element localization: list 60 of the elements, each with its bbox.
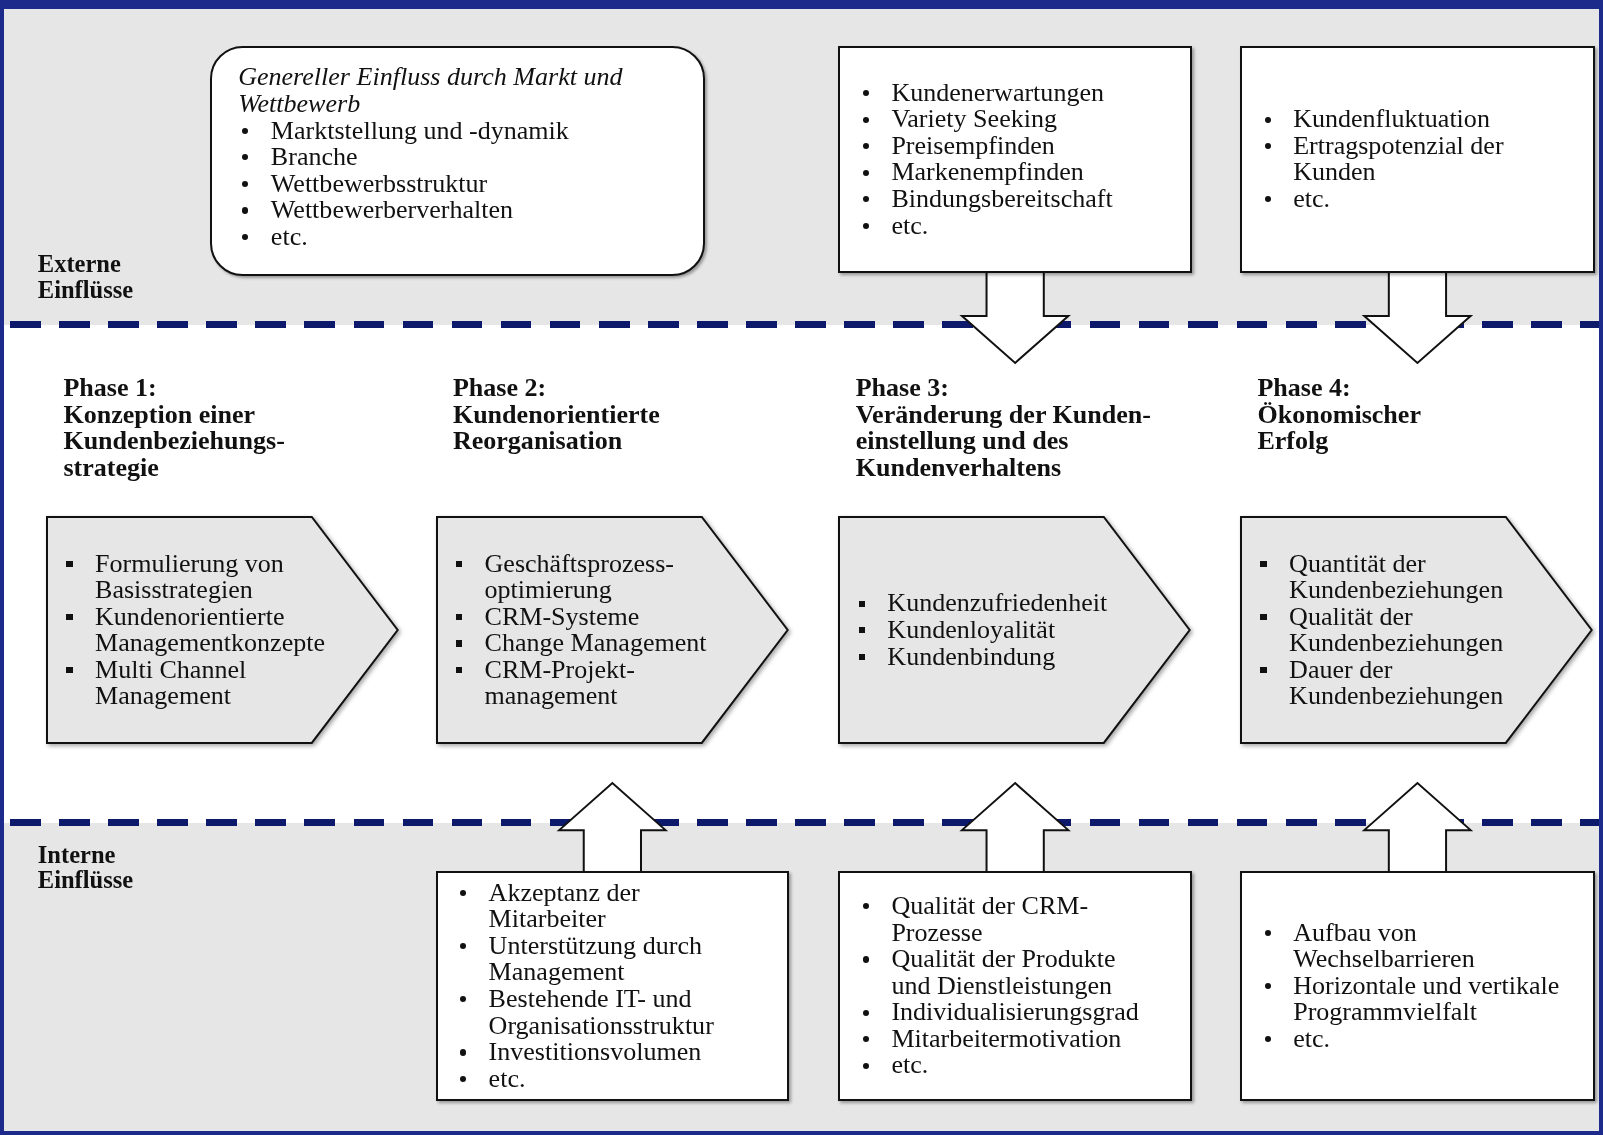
rounded-box (209, 46, 706, 276)
bullet-text: Wettbewerbsstruktur (270, 170, 489, 198)
bullet-text: Investitionsvolumen (488, 1039, 702, 1066)
bullet-text: Bestehende IT- und Organisationsstruktur (488, 986, 715, 1040)
phase-label: Phase 4: (1257, 375, 1351, 402)
bullet-text: Bindungsbereitschaft (891, 186, 1114, 213)
block-arrow (1361, 781, 1474, 872)
phase-title: Ökonomischer Erfolg (1257, 401, 1422, 455)
bullet-text: etc. (891, 1052, 930, 1080)
bullet-text: Multi Channel Management (95, 656, 247, 710)
bullet-text: Kundenbindung (887, 643, 1057, 671)
phase-title: Konzeption einer Kundenbeziehungs-strategie (63, 401, 286, 482)
bullet-text: Geschäftsprozess-optimierung (484, 550, 676, 604)
block-arrow (959, 271, 1071, 365)
bullet-text: Markenempfinden (891, 159, 1085, 187)
text-box (1240, 46, 1595, 273)
bullet-text: CRM-Projekt-management (484, 656, 636, 710)
bullet-text: etc. (1293, 186, 1331, 213)
text-box (838, 46, 1192, 273)
bullet-text: Kundenfluktuation (1293, 106, 1491, 133)
bullet-text: Change Management (484, 630, 708, 657)
bullet-text: Wettbewerberverhalten (270, 197, 515, 224)
bullet-text: Kundenorientierte Managementkonzepte (95, 603, 326, 657)
bullet-text: Unterstützung durch Management (488, 932, 703, 986)
bullet-text: Mitarbeitermotivation (891, 1025, 1122, 1053)
bullet-text: etc. (270, 223, 309, 251)
bullet-text: CRM-Systeme (484, 603, 641, 631)
bullet-text: Preisempfinden (891, 132, 1055, 160)
phase-title: Veränderung der Kunden-einstellung und des Kundenverhaltens (855, 401, 1152, 482)
bullet-text: Individualisierungsgrad (891, 999, 1140, 1026)
phase-label: Phase 1: (63, 375, 158, 402)
bullet-text: Aufbau von Wechselbarrieren (1293, 919, 1476, 973)
bullet-text: Kundenerwartungen (891, 79, 1105, 107)
phase-label: Phase 3: (855, 375, 950, 402)
text-box (1240, 871, 1595, 1102)
text-box (838, 871, 1192, 1102)
region-label: Externe Einflüsse (37, 251, 135, 302)
phase-title: Kundenorientierte Reorganisation (452, 401, 661, 455)
block-arrow (556, 781, 669, 872)
bullet-text: etc. (488, 1065, 527, 1093)
bullet-text: Marktstellung und -dynamik (270, 117, 570, 145)
bullet-text: etc. (891, 212, 929, 240)
text-box (435, 871, 790, 1102)
bullet-text: etc. (1293, 1025, 1330, 1053)
bullet-text: Formulierung von Basisstrategien (95, 550, 285, 604)
bullet-text: Akzeptanz der Mitarbeiter (488, 879, 641, 933)
bullet-text: Qualität der CRM-Prozesse (891, 893, 1090, 947)
region-label: Interne Einflüsse (37, 842, 135, 893)
bullet-text: Branche (270, 144, 358, 171)
bullet-text: Quantität der Kundenbeziehungen (1289, 550, 1505, 604)
block-arrow (959, 781, 1071, 872)
bullet-text: Variety Seeking (891, 106, 1057, 133)
bullet-text: Kundenloyalität (887, 616, 1057, 644)
box-heading: Genereller Einfluss durch Markt und Wettbewerb (238, 64, 624, 118)
bullet-text: Qualität der Produkte und Dienstleistungen (891, 946, 1117, 1000)
bullet-text: Dauer der Kundenbeziehungen (1289, 656, 1505, 710)
phase-label: Phase 2: (452, 375, 548, 402)
bullet-text: Kundenzufriedenheit (887, 590, 1109, 617)
block-arrow (1361, 271, 1474, 365)
bullet-text: Qualität der Kundenbeziehungen (1289, 603, 1505, 657)
